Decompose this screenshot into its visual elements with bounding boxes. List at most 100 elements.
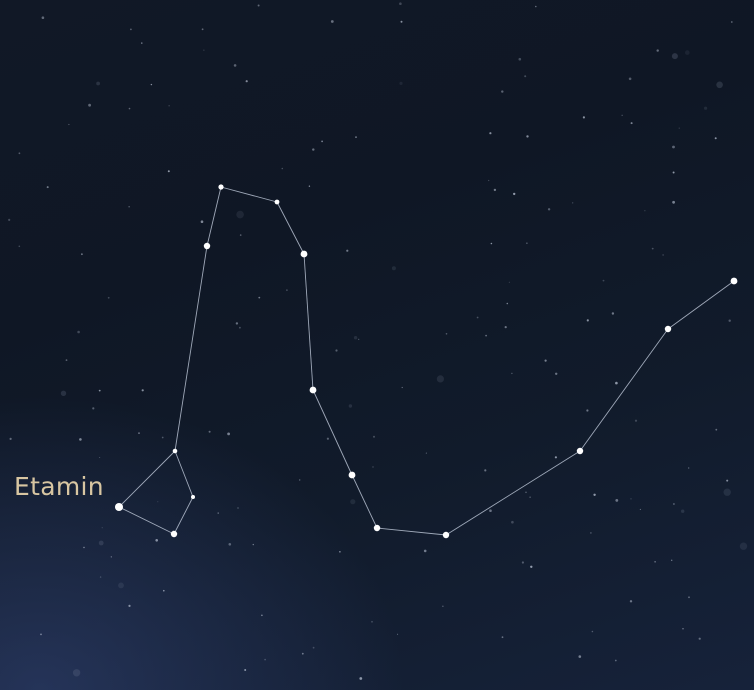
background-star: [239, 326, 241, 329]
background-star: [672, 200, 675, 204]
background-star: [286, 289, 288, 291]
background-star: [8, 218, 11, 221]
background-star: [40, 633, 42, 636]
background-star: [582, 116, 586, 119]
background-star: [630, 498, 632, 500]
background-star: [107, 296, 110, 299]
background-star: [511, 520, 514, 524]
background-star: [326, 437, 329, 440]
background-star: [723, 488, 731, 496]
background-star: [391, 266, 396, 271]
constellation-lines: [118, 186, 735, 536]
background-star: [726, 479, 729, 482]
constellation-star: [170, 530, 178, 538]
background-star: [359, 677, 363, 680]
background-star: [321, 140, 323, 143]
background-star: [425, 452, 427, 454]
background-star: [235, 322, 239, 325]
constellation-star: [172, 448, 178, 454]
background-star: [371, 620, 373, 623]
background-star: [714, 137, 717, 140]
background-star: [227, 432, 231, 436]
background-star: [372, 466, 374, 468]
constellation-star: [191, 495, 195, 499]
background-star: [130, 28, 132, 31]
background-star: [628, 77, 632, 81]
background-star: [672, 145, 675, 149]
background-star: [698, 637, 701, 640]
background-star: [591, 630, 594, 633]
background-star: [489, 509, 492, 512]
background-star: [578, 655, 582, 658]
background-star: [506, 302, 509, 305]
background-star: [656, 49, 659, 52]
background-star: [128, 206, 130, 208]
background-star: [511, 372, 513, 375]
background-star: [501, 90, 504, 93]
background-star: [400, 20, 403, 23]
constellation-line: [579, 328, 669, 452]
background-star: [535, 5, 537, 8]
constellation-star: [373, 524, 381, 532]
constellation-line: [118, 506, 175, 535]
constellation-line: [351, 474, 378, 529]
constellation-star: [348, 471, 356, 479]
background-star: [233, 64, 237, 67]
background-star: [629, 600, 633, 603]
background-star: [18, 152, 21, 155]
background-star: [98, 540, 104, 546]
background-star: [572, 202, 574, 204]
background-star: [236, 210, 244, 219]
constellation-star: [274, 199, 280, 205]
background-star: [244, 669, 247, 671]
background-star: [161, 436, 164, 439]
background-star: [348, 404, 353, 408]
constellation-star: [730, 277, 738, 285]
background-star: [654, 561, 656, 563]
background-star: [399, 2, 402, 5]
background-star: [83, 546, 85, 549]
constellation-star: [442, 531, 450, 539]
background-star: [335, 349, 338, 352]
background-star: [208, 430, 211, 433]
background-star: [501, 636, 504, 639]
background-star: [436, 375, 444, 383]
background-star: [77, 330, 80, 334]
background-star: [639, 508, 641, 510]
background-star: [46, 186, 49, 189]
background-star: [99, 457, 101, 458]
constellation-star: [115, 503, 123, 511]
background-star: [524, 75, 527, 78]
background-star: [544, 359, 547, 362]
background-star: [651, 247, 654, 250]
background-star: [155, 539, 158, 542]
background-star: [681, 509, 685, 513]
background-star: [554, 456, 558, 459]
background-star: [245, 80, 248, 83]
background-star: [671, 559, 673, 561]
background-star: [671, 53, 678, 60]
background-star: [96, 81, 100, 86]
constellation-star: [309, 386, 317, 394]
constellation-line: [174, 245, 208, 452]
background-star: [281, 167, 284, 170]
constellation-star: [576, 447, 584, 455]
background-star: [526, 242, 528, 244]
background-star: [308, 185, 311, 187]
constellation-star: [218, 184, 224, 190]
background-star: [644, 210, 646, 212]
background-star: [586, 409, 589, 412]
background-star: [611, 312, 615, 315]
background-star: [201, 28, 204, 31]
background-star: [508, 281, 510, 283]
constellation-line: [118, 450, 176, 508]
background-star: [339, 551, 341, 553]
background-star: [312, 646, 315, 649]
background-star: [252, 543, 254, 546]
background-star: [715, 428, 718, 431]
background-star: [615, 499, 619, 502]
background-star: [547, 208, 551, 211]
constellation-line: [667, 280, 735, 330]
background-star: [41, 16, 45, 20]
